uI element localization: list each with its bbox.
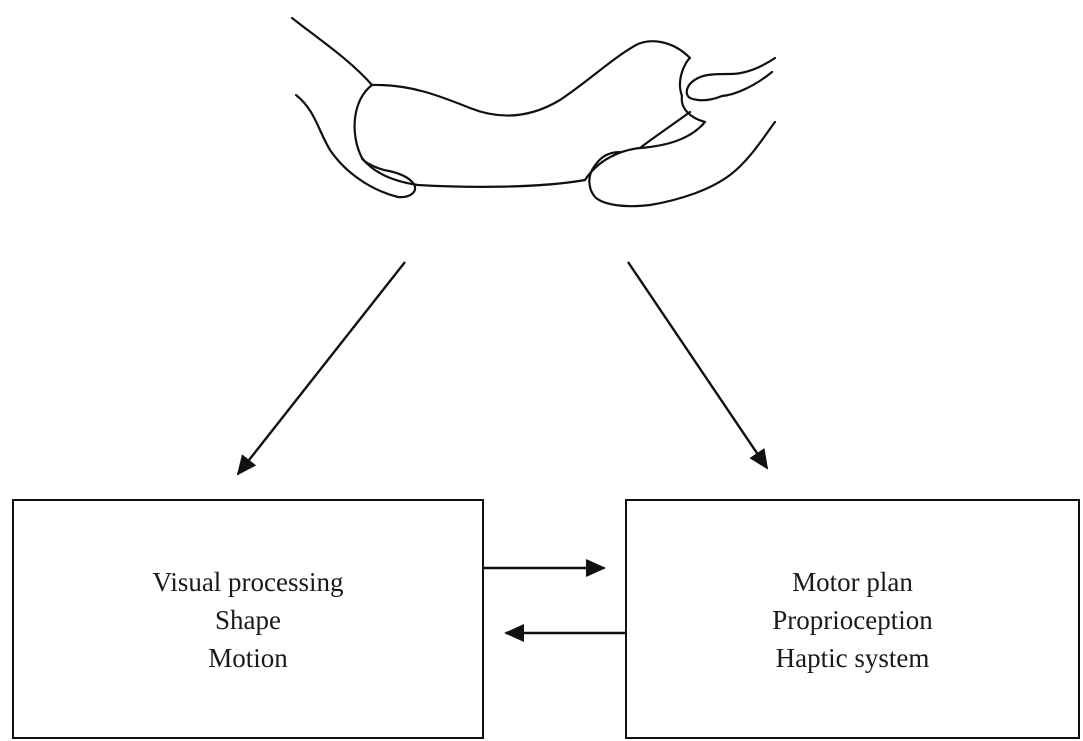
right-hand-lower-contour — [588, 120, 777, 208]
left-hand-lower-contour — [294, 93, 417, 199]
visual-processing-box: Visual processing Shape Motion — [12, 499, 484, 739]
visual-processing-label: Visual processing — [152, 567, 344, 597]
left-hand-upper-contour — [290, 16, 374, 87]
arrow-sketch-to-visual — [236, 261, 406, 476]
held-object-body — [353, 40, 707, 188]
arrow-sketch-to-motor — [627, 261, 769, 470]
visual-processing-box-text: Visual processing Shape Motion — [14, 563, 482, 677]
right-hand-upper-finger — [685, 56, 777, 102]
hands-holding-object-sketch — [290, 16, 777, 208]
haptic-system-label: Haptic system — [775, 643, 930, 673]
motor-plan-label: Motor plan — [792, 567, 913, 597]
shape-label: Shape — [215, 605, 281, 635]
motor-plan-box: Motor plan Proprioception Haptic system — [625, 499, 1080, 739]
right-hand-thumb — [720, 70, 774, 98]
proprioception-label: Proprioception — [772, 605, 933, 635]
right-hand-knuckle-detail — [638, 110, 692, 150]
motor-plan-box-text: Motor plan Proprioception Haptic system — [627, 563, 1078, 677]
motion-label: Motion — [208, 643, 288, 673]
